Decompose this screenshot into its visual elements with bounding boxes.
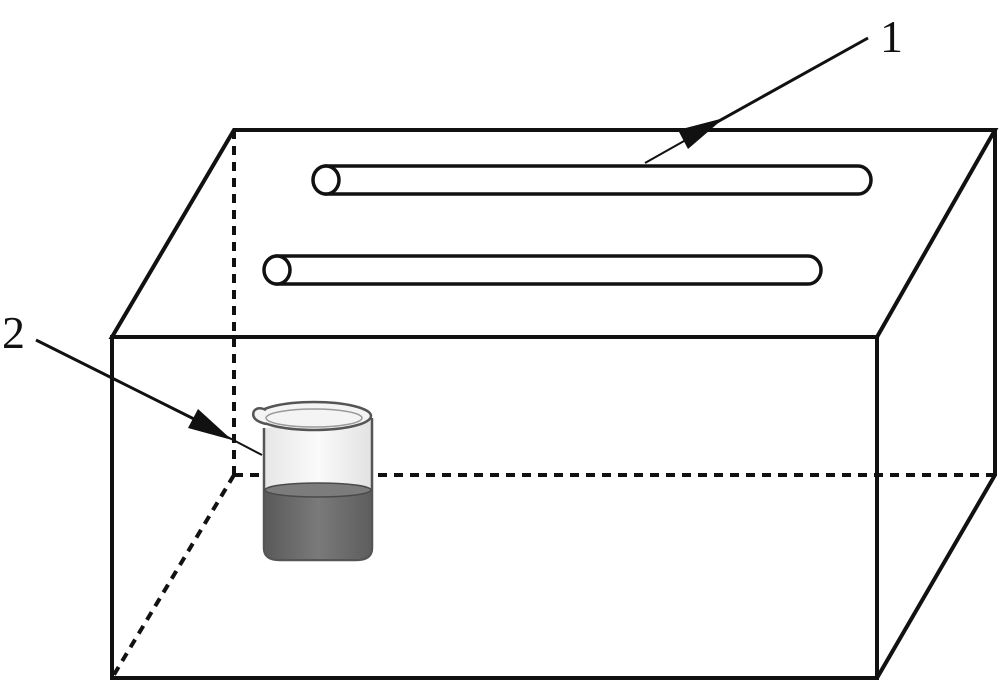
- beaker-spout: [252, 407, 267, 426]
- callout-2-leader: [35, 338, 201, 424]
- beaker: [252, 400, 374, 562]
- beaker-rim-inner: [265, 408, 363, 428]
- tube-upper-body: [324, 164, 873, 196]
- tube-lower-body: [275, 254, 823, 286]
- box-front-face: [110, 335, 879, 680]
- box-hidden-edges: [110, 130, 995, 680]
- box-right-face: [875, 130, 997, 680]
- box-top-face: [108, 128, 999, 339]
- tube-lower: [262, 254, 823, 286]
- tube-lower-end: [262, 254, 292, 286]
- tube-upper-end: [311, 164, 341, 196]
- callout-1-arrowhead: [678, 118, 724, 149]
- tube-upper: [311, 164, 873, 196]
- callout-arrow-2: [35, 338, 263, 456]
- beaker-rim: [255, 400, 373, 432]
- beaker-liquid-surface: [264, 482, 372, 498]
- callout-label-1: 1: [880, 11, 903, 62]
- callout-2-arrowhead: [188, 409, 232, 440]
- callout-label-2: 2: [2, 307, 25, 358]
- callout-arrow-1: [644, 36, 869, 164]
- box-visible-edges: [108, 128, 999, 680]
- beaker-liquid: [265, 485, 371, 559]
- hidden-left-bottom-edge: [110, 473, 236, 680]
